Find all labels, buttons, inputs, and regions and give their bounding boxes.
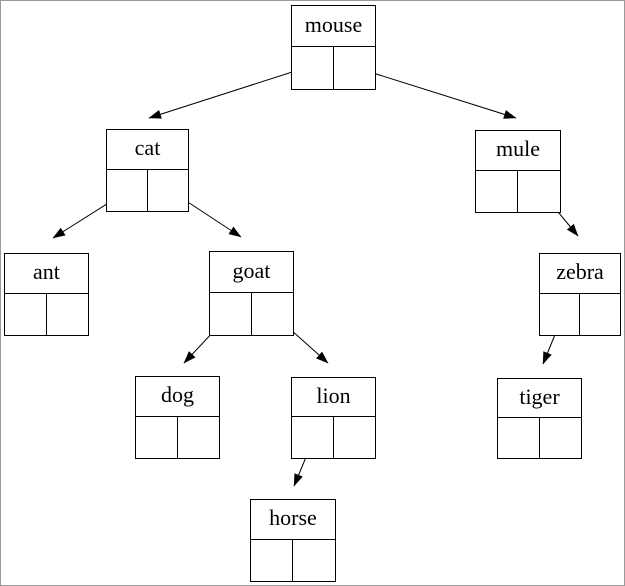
node-label: cat: [107, 130, 188, 170]
node-pointer-cells: [107, 169, 189, 211]
right-pointer-cell: [293, 540, 335, 581]
tree-node-ant: ant: [4, 253, 89, 336]
right-pointer-cell: [580, 294, 620, 335]
left-pointer-cell: [292, 46, 334, 89]
node-pointer-cells: [540, 293, 620, 335]
right-pointer-cell: [334, 47, 376, 89]
node-pointer-cells: [292, 46, 376, 89]
node-pointer-cells: [251, 539, 335, 581]
tree-node-mouse: mouse: [291, 5, 376, 90]
edge-mouse-left-to-cat: [148, 64, 315, 119]
node-pointer-cells: [476, 170, 560, 212]
node-label: mouse: [292, 6, 375, 47]
left-pointer-cell: [107, 169, 148, 211]
tree-node-horse: horse: [250, 499, 336, 582]
right-pointer-cell: [47, 294, 89, 335]
node-label: goat: [210, 252, 293, 293]
left-pointer-cell: [498, 417, 540, 458]
right-pointer-cell: [518, 171, 560, 212]
node-pointer-cells: [292, 417, 375, 458]
right-pointer-cell: [540, 418, 582, 458]
tree-node-zebra: zebra: [539, 253, 621, 336]
node-label: lion: [292, 378, 375, 418]
left-pointer-cell: [136, 416, 178, 458]
tree-node-tiger: tiger: [497, 378, 582, 459]
left-pointer-cell: [476, 170, 518, 212]
tree-node-mule: mule: [475, 130, 561, 213]
tree-node-lion: lion: [291, 377, 376, 459]
right-pointer-cell: [178, 417, 220, 458]
node-label: mule: [476, 131, 560, 171]
node-label: ant: [5, 254, 88, 294]
right-pointer-cell: [334, 417, 376, 458]
node-label: dog: [136, 377, 219, 417]
node-pointer-cells: [136, 416, 220, 458]
left-pointer-cell: [210, 292, 252, 335]
node-pointer-cells: [5, 293, 89, 335]
node-label: horse: [251, 500, 335, 540]
node-pointer-cells: [498, 417, 582, 458]
node-label: zebra: [540, 254, 620, 294]
left-pointer-cell: [5, 293, 47, 335]
edge-mouse-right-to-mule: [353, 66, 517, 119]
tree-node-dog: dog: [135, 376, 220, 459]
right-pointer-cell: [252, 293, 294, 335]
left-pointer-cell: [251, 539, 293, 581]
right-pointer-cell: [148, 170, 189, 211]
tree-node-cat: cat: [106, 129, 189, 212]
tree-node-goat: goat: [209, 251, 294, 336]
node-pointer-cells: [210, 292, 294, 335]
node-label: tiger: [498, 379, 581, 418]
left-pointer-cell: [540, 293, 580, 335]
left-pointer-cell: [292, 417, 334, 458]
